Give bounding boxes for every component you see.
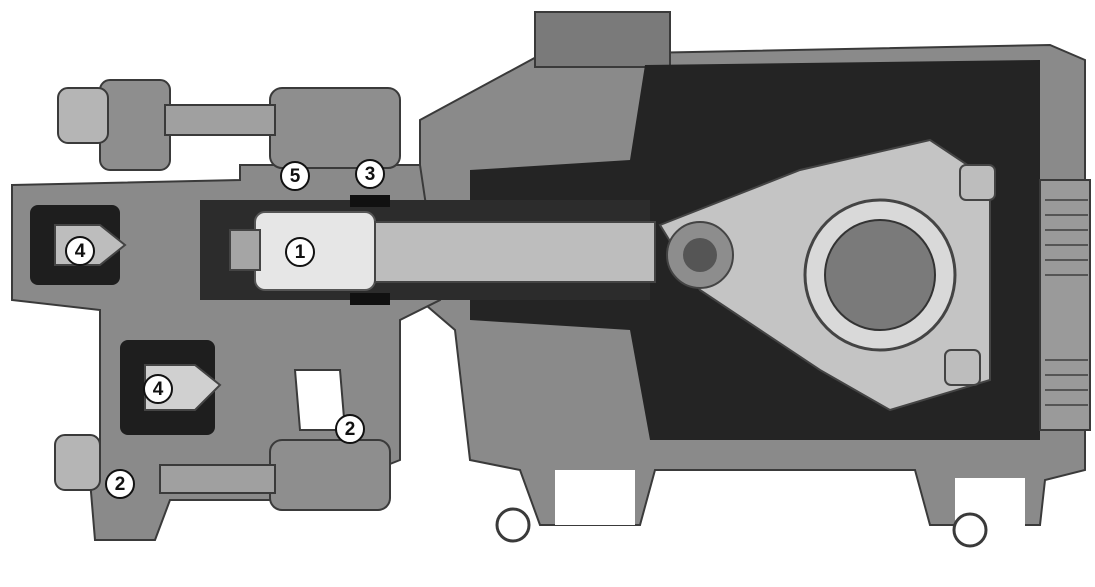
callout-valve-lower: 4 [143, 374, 173, 404]
bolt-head-upper [57, 87, 109, 144]
top-boss [534, 11, 671, 68]
plunger-nut [229, 229, 261, 271]
seal-bottom [350, 293, 390, 305]
callout-port-lower-left: 2 [105, 469, 135, 499]
bolt-upper-thread [164, 104, 276, 136]
plunger-rod [374, 221, 656, 283]
callout-seal: 3 [355, 159, 385, 189]
end-cap-threads [1045, 199, 1088, 406]
wrist-pin-center [683, 238, 717, 272]
clamp-upper-right [269, 87, 401, 169]
clamp-lower [269, 439, 391, 511]
callout-plunger: 1 [285, 237, 315, 267]
plunger [254, 211, 376, 291]
clamp-upper [99, 79, 171, 171]
crank-shaft [824, 219, 936, 331]
callout-packing: 5 [280, 161, 310, 191]
foot-hole-right [952, 512, 988, 548]
callout-port-right: 2 [335, 414, 365, 444]
foot-hole-left [495, 507, 531, 543]
bolt-head-lower [54, 434, 101, 491]
rod-bolt-bottom [944, 349, 981, 386]
foot-slot-left [555, 470, 635, 525]
bolt-lower-thread [159, 464, 276, 494]
rod-bolt-top [959, 164, 996, 201]
seal-top [350, 195, 390, 207]
callout-valve-upper: 4 [65, 236, 95, 266]
end-cap [1039, 179, 1091, 431]
